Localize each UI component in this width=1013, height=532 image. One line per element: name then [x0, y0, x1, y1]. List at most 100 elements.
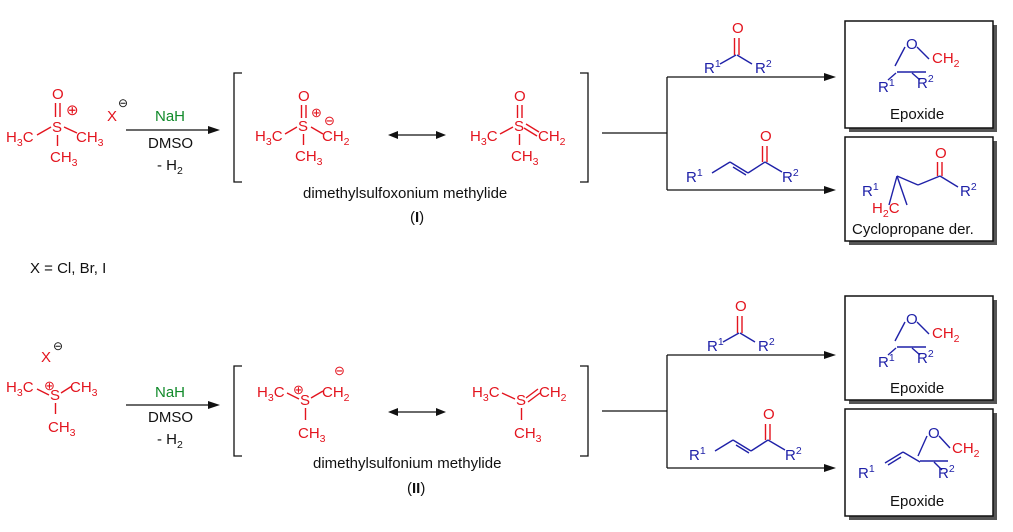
product-label: Cyclopropane der.: [852, 221, 974, 238]
svg-text:CH2: CH2: [538, 128, 566, 148]
svg-text:CH3: CH3: [511, 148, 539, 168]
deprotonation-arrow: NaH DMSO - H2: [126, 108, 220, 177]
svg-text:NaH: NaH: [155, 384, 185, 401]
svg-text:CH3: CH3: [295, 148, 323, 168]
ylide-name-label: dimethylsulfonium methylide: [313, 455, 501, 472]
svg-text:NaH: NaH: [155, 108, 185, 125]
svg-text:CH3: CH3: [50, 149, 78, 169]
svg-text:DMSO: DMSO: [148, 409, 193, 426]
svg-text:H3C: H3C: [470, 128, 498, 148]
svg-text:O: O: [935, 145, 947, 162]
svg-text:H3C: H3C: [6, 379, 34, 399]
product-label: Epoxide: [890, 493, 944, 510]
ylide-name-label: dimethylsulfoxonium methylide: [303, 185, 507, 202]
svg-text:R1: R1: [704, 58, 721, 77]
svg-text:O: O: [906, 36, 918, 53]
svg-text:R1: R1: [878, 77, 895, 96]
sulfonium-ylide-form-b: S H3C CH2 CH3: [472, 384, 567, 445]
ylide-bracket-right: [580, 72, 589, 183]
svg-text:R1: R1: [878, 352, 895, 371]
svg-text:O: O: [763, 406, 775, 423]
svg-text:S: S: [298, 118, 308, 135]
svg-text:H3C: H3C: [472, 384, 500, 404]
svg-text:H3C: H3C: [255, 128, 283, 148]
svg-text:O: O: [906, 311, 918, 328]
svg-text:R1: R1: [858, 463, 875, 482]
svg-text:R1: R1: [862, 181, 879, 200]
svg-text:O: O: [928, 425, 940, 442]
sulfoxonium-salt: O S ⊕ H3C CH3 CH3 X ⊖: [6, 86, 128, 169]
svg-text:X: X: [41, 349, 51, 366]
resonance-arrow: [388, 408, 446, 416]
positive-charge-icon: ⊕: [44, 378, 55, 393]
svg-text:CH3: CH3: [514, 425, 542, 445]
svg-text:R1: R1: [686, 167, 703, 186]
enone-substrate-top: O R1 R2: [686, 128, 799, 186]
sulfonium-salt: X ⊖ S ⊕ H3C CH3 CH3: [6, 339, 98, 439]
svg-text:CH3: CH3: [48, 419, 76, 439]
svg-text:DMSO: DMSO: [148, 135, 193, 152]
negative-charge-icon: ⊖: [53, 339, 63, 353]
ylide-id-label: I: [415, 209, 419, 226]
svg-text:CH3: CH3: [70, 379, 98, 399]
svg-text:O: O: [52, 86, 64, 103]
sulfoxonium-ylide-form-a: O S ⊕ ⊖ H3C CH2 CH3: [255, 88, 350, 168]
svg-text:CH2: CH2: [952, 440, 980, 460]
svg-text:(II): (II): [407, 480, 425, 497]
negative-charge-icon: ⊖: [118, 96, 128, 110]
branch-arrows-top: [602, 73, 836, 194]
branch-arrows-bottom: [602, 351, 836, 472]
svg-text:H3C: H3C: [6, 129, 34, 149]
svg-text:R2: R2: [785, 445, 802, 464]
svg-text:R1: R1: [689, 445, 706, 464]
svg-text:⊕: ⊕: [311, 105, 322, 120]
product-label: Epoxide: [890, 106, 944, 123]
ylide-bracket-right: [580, 365, 589, 457]
svg-text:CH2: CH2: [932, 50, 960, 70]
sulfoxonium-ylide-form-b: O S H3C CH2 CH3: [470, 88, 566, 168]
svg-text:CH3: CH3: [76, 129, 104, 149]
svg-text:O: O: [514, 88, 526, 105]
product-box-epoxide-bottom-2: O CH2 R1 R2 Epoxide: [844, 408, 997, 520]
svg-text:X: X: [107, 108, 117, 125]
product-box-epoxide-bottom-1: O CH2 R1 R2 Epoxide: [844, 295, 997, 404]
svg-text:(I): (I): [410, 209, 424, 226]
svg-text:- H2: - H2: [157, 431, 183, 451]
svg-text:O: O: [735, 298, 747, 315]
resonance-arrow: [388, 131, 446, 139]
svg-text:S: S: [52, 119, 62, 136]
svg-text:⊖: ⊖: [334, 363, 345, 378]
positive-charge-icon: ⊕: [66, 102, 79, 119]
ylide-bracket-left: [233, 72, 242, 183]
sulfonium-ylide-form-a: S ⊕ ⊖ H3C CH2 CH3: [257, 363, 350, 445]
svg-text:R2: R2: [917, 348, 934, 367]
svg-text:O: O: [732, 20, 744, 37]
svg-text:CH2: CH2: [539, 384, 567, 404]
product-label: Epoxide: [890, 380, 944, 397]
svg-text:⊖: ⊖: [324, 113, 335, 128]
deprotonation-arrow: NaH DMSO - H2: [126, 384, 220, 451]
svg-text:H3C: H3C: [257, 384, 285, 404]
svg-text:O: O: [760, 128, 772, 145]
ketone-substrate-bottom: O R1 R2: [707, 298, 775, 355]
svg-text:S: S: [516, 392, 526, 409]
svg-text:R2: R2: [917, 73, 934, 92]
halide-note: X = Cl, Br, I: [30, 260, 106, 277]
ketone-substrate-top: O R1 R2: [704, 20, 772, 77]
product-box-cyclopropane: O R1 H2C R2 Cyclopropane der.: [844, 136, 997, 245]
svg-text:CH2: CH2: [322, 128, 350, 148]
ylide-bracket-left: [233, 365, 242, 457]
svg-text:R2: R2: [782, 167, 799, 186]
svg-text:CH2: CH2: [932, 325, 960, 345]
svg-text:S: S: [300, 392, 310, 409]
svg-text:R1: R1: [707, 336, 724, 355]
svg-text:CH2: CH2: [322, 384, 350, 404]
svg-text:R2: R2: [938, 463, 955, 482]
svg-text:R2: R2: [755, 58, 772, 77]
svg-text:R2: R2: [960, 181, 977, 200]
svg-text:- H2: - H2: [157, 157, 183, 177]
svg-text:S: S: [50, 387, 60, 404]
product-box-epoxide-top: O CH2 R1 R2 Epoxide: [844, 20, 997, 132]
ylide-id-label: II: [412, 480, 420, 497]
